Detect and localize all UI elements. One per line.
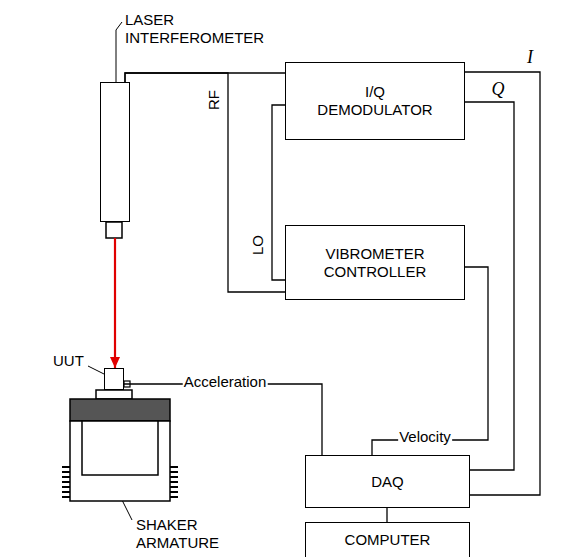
demodulator-box: I/Q DEMODULATOR bbox=[285, 62, 465, 140]
signal-label: Acceleration bbox=[183, 374, 268, 391]
node-label: I/Q DEMODULATOR bbox=[317, 83, 432, 119]
node-label: COMPUTER bbox=[345, 531, 431, 549]
interferometer-lens bbox=[106, 222, 122, 238]
signal-label: Velocity bbox=[398, 429, 452, 446]
computer-box: COMPUTER bbox=[305, 522, 470, 557]
signal-wire bbox=[124, 384, 322, 455]
daq-box: DAQ bbox=[305, 455, 470, 508]
node-label: LASER INTERFEROMETER bbox=[125, 11, 264, 47]
sensor-box: UUT bbox=[104, 368, 124, 390]
signal-label: I bbox=[526, 48, 534, 68]
signal-wire bbox=[125, 73, 285, 82]
signal-wire bbox=[272, 105, 285, 280]
shaker-head bbox=[70, 399, 170, 421]
part-name: SHAKER ARMATURE bbox=[136, 516, 219, 552]
controller-box: VIBROMETER CONTROLLER bbox=[285, 225, 465, 300]
node-label: DAQ bbox=[371, 473, 404, 491]
signal-label: LO bbox=[250, 234, 267, 256]
mounting-fixture bbox=[96, 390, 132, 399]
signal-label: Q bbox=[491, 80, 506, 100]
shaker-fins bbox=[170, 466, 178, 500]
shaker-fins bbox=[62, 466, 70, 500]
interferometer-box: LASER INTERFEROMETER bbox=[100, 82, 130, 222]
signal-wire bbox=[465, 72, 540, 495]
signal-wire bbox=[386, 508, 387, 522]
signal-wire bbox=[465, 102, 514, 470]
node-label: UUT bbox=[53, 352, 84, 370]
signal-wire bbox=[125, 73, 285, 292]
node-label: VIBROMETER CONTROLLER bbox=[324, 245, 427, 281]
laser-beam bbox=[114, 238, 116, 368]
shaker-armature bbox=[82, 421, 158, 475]
shaker-body bbox=[70, 421, 170, 501]
signal-label: RF bbox=[206, 89, 223, 111]
